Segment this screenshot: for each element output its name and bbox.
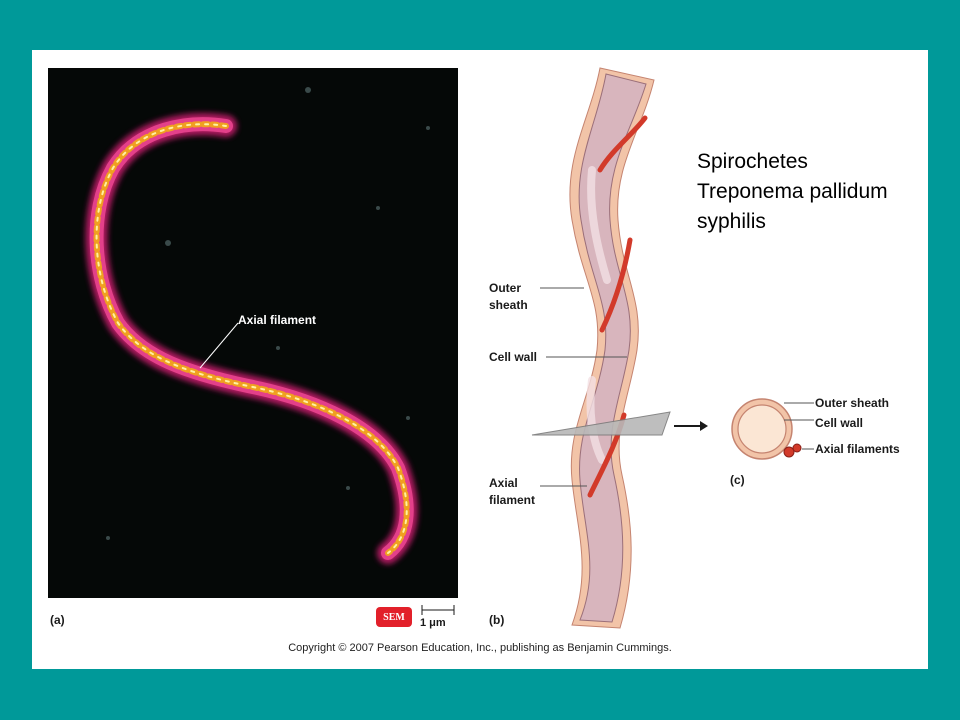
- background-specks: [106, 87, 430, 540]
- panel-c-outer-sheath-label: Outer sheath: [815, 396, 890, 410]
- panel-c-axial-filaments-label: Axial filaments: [815, 442, 900, 456]
- panel-a-label: (a): [50, 613, 65, 627]
- section-plane: [531, 411, 671, 436]
- axial-filament-label-line1: Axial: [489, 476, 518, 490]
- axial-filament-callout: Axial filament: [238, 313, 317, 327]
- sem-badge: SEM: [376, 607, 412, 627]
- title-line-2: Treponema pallidum: [697, 180, 888, 203]
- title-line-1: Spirochetes: [697, 150, 808, 173]
- outer-sheath-label-line2: sheath: [489, 298, 528, 312]
- cell-wall-ring: [737, 404, 787, 454]
- axial-filament-shape-mid: [599, 237, 633, 333]
- axial-filament-callout-line: [199, 322, 239, 369]
- slide: Axial filament (a) SEM 1 μm: [32, 50, 928, 669]
- outer-sheath-label-line1: Outer: [489, 281, 522, 295]
- panel-c-cell-wall-label: Cell wall: [815, 416, 864, 430]
- sem-micrograph: Axial filament: [48, 68, 458, 598]
- title-line-3: syphilis: [697, 210, 766, 233]
- axial-filament-dot: [783, 446, 795, 458]
- panel-c-label: (c): [730, 473, 745, 487]
- cell-wall-label: Cell wall: [489, 350, 538, 364]
- axial-filament-label-line2: filament: [489, 493, 536, 507]
- panel-b-label: (b): [489, 613, 505, 627]
- spirochete-cross-section-diagram: [531, 67, 814, 629]
- axial-filament-shape-top: [597, 115, 648, 173]
- spirochete-micrograph-drawing: [85, 87, 430, 564]
- slide-title: Spirochetes Treponema pallidum syphilis: [697, 147, 888, 237]
- scale-bar-label: 1 μm: [420, 617, 446, 629]
- copyright-notice: Copyright © 2007 Pearson Education, Inc.…: [288, 642, 672, 654]
